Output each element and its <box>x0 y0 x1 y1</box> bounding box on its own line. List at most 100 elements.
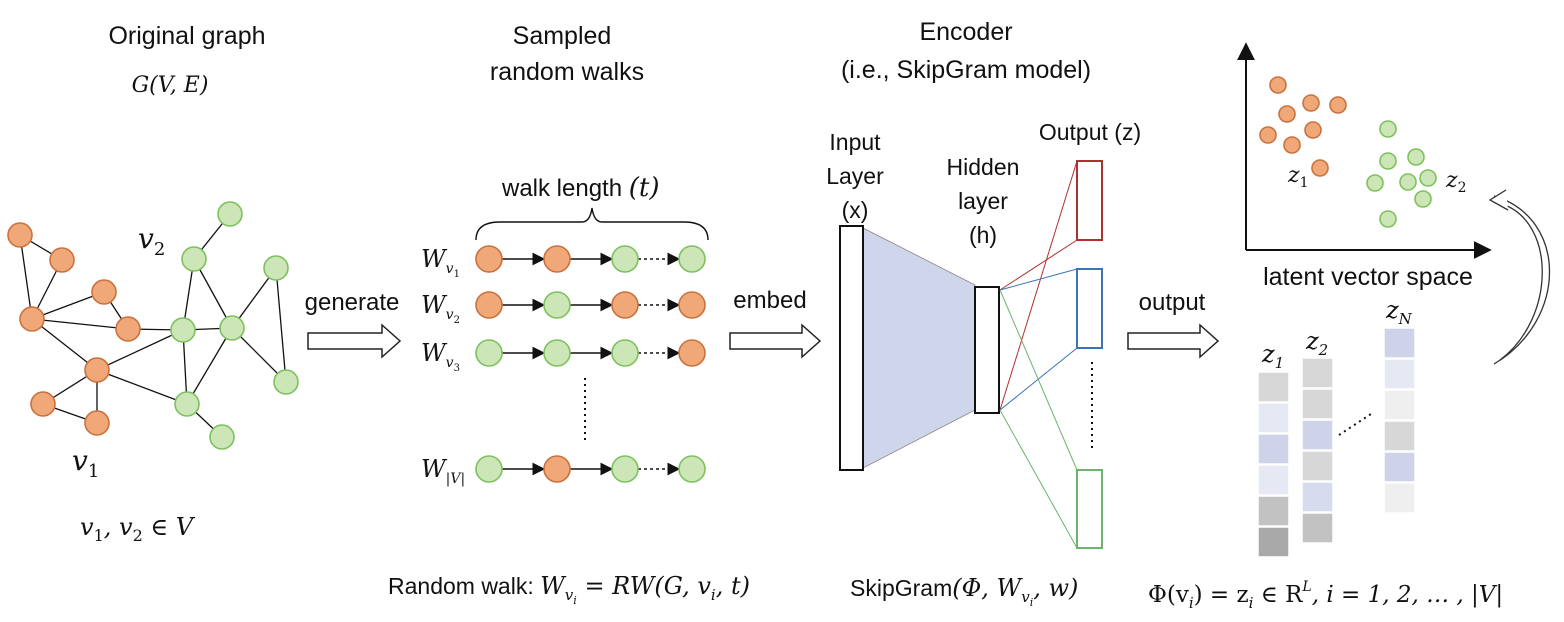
walk-node-green <box>678 455 706 483</box>
latent-point-orange <box>1302 94 1320 112</box>
generate-label: generate <box>305 289 400 316</box>
walk-row-label: Wv2 <box>421 291 460 326</box>
embedding-cell <box>1301 512 1334 544</box>
walk-node-orange <box>678 339 706 367</box>
graph-node-orange <box>115 316 141 342</box>
random-walk-formula: Random walk: Wvi = RW(G, vi, t) <box>388 572 750 607</box>
input-layer-label-1: Input <box>829 129 881 155</box>
latent-point-orange <box>1259 126 1277 144</box>
embedding-cell <box>1301 357 1334 389</box>
walk-node-orange <box>543 245 571 273</box>
walk-length-label: walk length (t) <box>501 173 660 203</box>
latent-space-label: latent vector space <box>1263 263 1473 291</box>
walk-node-orange <box>475 291 503 319</box>
graph-node-orange <box>91 279 117 305</box>
graph-node-green <box>181 246 207 272</box>
graph-edge <box>96 369 188 405</box>
output-node-box <box>1076 268 1103 349</box>
embedding-formula: Φ(vi) = zi ∈ RL, i = 1, 2, … , |V| <box>1148 579 1503 612</box>
output-node-box <box>1076 160 1103 241</box>
walk-node-green <box>543 291 571 319</box>
graph-edge <box>96 329 184 371</box>
graph-nodes <box>7 201 299 450</box>
graph-edge <box>31 291 105 320</box>
latent-point-green <box>1379 152 1397 170</box>
output-layer-label: Output (z) <box>1039 119 1141 145</box>
input-layer-label-2: Layer <box>826 163 884 189</box>
graph-node-green <box>217 201 243 227</box>
embedding-cell <box>1383 327 1416 359</box>
latent-point-orange <box>1304 121 1322 139</box>
embed-arrow <box>729 323 822 359</box>
embedding-cell <box>1383 482 1416 514</box>
latent-point-orange <box>1311 159 1329 177</box>
embedding-ellipsis <box>1338 411 1375 436</box>
encoder-trapezoid <box>862 227 976 469</box>
hidden-layer-label-2: layer <box>958 188 1008 214</box>
connection-line <box>999 268 1078 291</box>
v1-label: v1 <box>72 444 99 482</box>
latent-point-green <box>1379 210 1397 228</box>
sampled-title-line2: random walks <box>490 58 644 86</box>
latent-point-green <box>1399 173 1417 191</box>
encoder-title-line1: Encoder <box>919 18 1012 46</box>
embedding-cell <box>1257 371 1290 403</box>
embedding-cell <box>1383 389 1416 421</box>
sampled-title-line1: Sampled <box>513 22 612 50</box>
embedding-cell <box>1383 358 1416 390</box>
graph-node-green <box>219 315 245 341</box>
graph-node-orange <box>7 222 33 248</box>
original-graph-title: Original graph <box>108 22 265 50</box>
hidden-layer-label-1: Hidden <box>947 154 1020 180</box>
walk-row-label: Wv3 <box>421 339 460 374</box>
latent-point-green <box>1366 174 1384 192</box>
membership-formula: v1, v2 ∈ V <box>80 513 196 545</box>
hidden-layer-label-3: (h) <box>969 222 997 248</box>
connection-line <box>999 409 1078 549</box>
graph-node-orange <box>84 410 110 436</box>
graph-node-green <box>174 391 200 417</box>
graph-edge <box>19 234 33 320</box>
embed-label: embed <box>733 287 806 314</box>
walk-node-green <box>611 455 639 483</box>
embedding-cell <box>1301 450 1334 482</box>
encoder-title-line2: (i.e., SkipGram model) <box>841 56 1091 84</box>
output-node-box <box>1076 469 1103 549</box>
connection-line <box>999 289 1078 471</box>
connection-line <box>999 160 1078 411</box>
curved-arrow-head <box>1488 189 1509 211</box>
graph-node-green <box>273 369 299 395</box>
latent-point-orange <box>1278 105 1296 123</box>
walk-node-orange <box>543 455 571 483</box>
latent-point-orange <box>1269 76 1287 94</box>
walk-node-green <box>611 245 639 273</box>
embedding-cell <box>1257 495 1290 527</box>
latent-points <box>1259 76 1437 228</box>
walk-node-green <box>611 339 639 367</box>
walk-node-orange <box>611 291 639 319</box>
embedding-cell <box>1301 419 1334 451</box>
graph-node-orange <box>30 391 56 417</box>
embedding-cell <box>1301 388 1334 420</box>
graph-edge <box>193 258 233 329</box>
embedding-column-label: z1 <box>1261 340 1284 372</box>
latent-point-green <box>1379 120 1397 138</box>
output-boxes <box>1076 160 1103 549</box>
graph-node-green <box>263 255 289 281</box>
latent-point-green <box>1414 190 1432 208</box>
connection-line <box>999 239 1078 291</box>
latent-point-green <box>1419 169 1437 187</box>
walk-node-orange <box>475 245 503 273</box>
latent-point-orange <box>1329 96 1347 114</box>
embedding-cell <box>1257 464 1290 496</box>
graph-node-orange <box>49 247 75 273</box>
walk-row-label: Wv1 <box>421 245 460 280</box>
latent-point-green <box>1407 148 1425 166</box>
embedding-cell <box>1257 433 1290 465</box>
graph-formula: G(V, E) <box>132 73 209 98</box>
graph-edge <box>186 327 233 405</box>
input-layer-box <box>839 225 864 471</box>
